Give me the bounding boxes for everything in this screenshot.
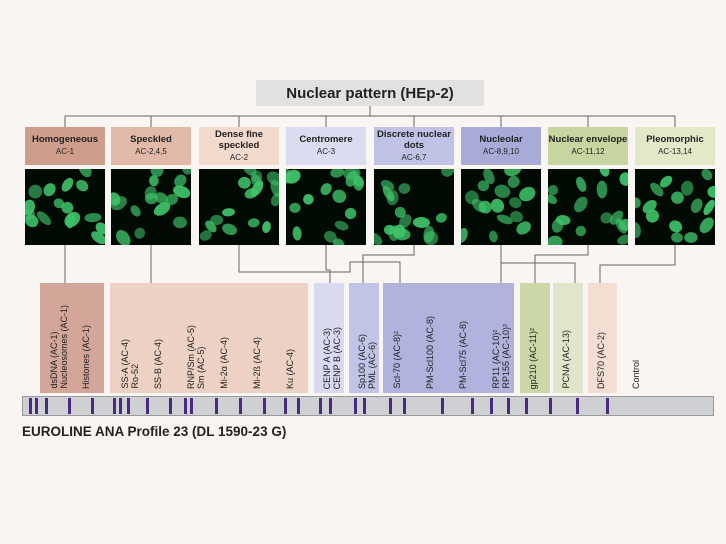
pattern-name: Speckled <box>111 135 191 146</box>
antigen-label: dsDNA (AC-1) Nucleosomes (AC-1) <box>50 305 70 389</box>
antigen-label: Mi-2α (AC-4) <box>220 337 230 389</box>
fluorescence-image <box>461 169 541 245</box>
antigen-label: SS-A (AC-4) Ro-52 <box>121 339 141 389</box>
antigen-group: DFS70 (AC-2) <box>588 283 617 393</box>
pattern-code: AC-1 <box>25 147 105 156</box>
pattern-code: AC-8,9,10 <box>461 147 541 156</box>
fluorescence-image <box>286 169 366 245</box>
strip-band <box>169 398 172 414</box>
antigen-label: Control <box>632 360 642 389</box>
strip-band <box>606 398 609 414</box>
strip-band <box>29 398 32 414</box>
pattern-code: AC-2,4,5 <box>111 147 191 156</box>
antigen-label: RP11 (AC-10)² RP155 (AC-10)² <box>492 324 512 389</box>
antigen-group: CENP A (AC-3) CENP B (AC-3) <box>314 283 344 393</box>
antigen-group: Sp100 (AC-6) PML (AC-6) <box>349 283 379 393</box>
antigen-group: gp210 (AC-11)² <box>520 283 550 393</box>
pattern-code: AC-6,7 <box>374 153 454 162</box>
strip-band <box>441 398 444 414</box>
strip-band <box>190 398 193 414</box>
pattern-code: AC-13,14 <box>635 147 715 156</box>
strip-band <box>113 398 116 414</box>
product-name: EUROLINE ANA Profile 23 (DL 1590-23 G) <box>22 424 286 439</box>
strip-band <box>525 398 528 414</box>
strip-band <box>576 398 579 414</box>
nuclear-pattern-title: Nuclear pattern (HEp-2) <box>256 80 484 106</box>
antigen-label: RNP/Sm (AC-5) Sm (AC-5) <box>187 325 207 389</box>
strip-band <box>490 398 493 414</box>
antigen-label: Histones (AC-1) <box>82 325 92 389</box>
strip-band <box>91 398 94 414</box>
strip-band <box>403 398 406 414</box>
antigen-label: Sp100 (AC-6) PML (AC-6) <box>358 334 378 389</box>
antigen-group: Control <box>618 283 658 393</box>
strip-band <box>329 398 332 414</box>
strip-band <box>297 398 300 414</box>
strip-band <box>354 398 357 414</box>
fluorescence-image <box>111 169 191 245</box>
strip-band <box>215 398 218 414</box>
antigen-group: SS-A (AC-4) Ro-52 SS-B (AC-4) RNP/Sm (AC-5… <box>110 283 308 393</box>
strip-band <box>119 398 122 414</box>
strip-band <box>35 398 38 414</box>
pattern-name: Discrete nuclear dots <box>374 130 454 152</box>
strip-band <box>45 398 48 414</box>
strip-band <box>127 398 130 414</box>
pattern-name: Pleomorphic <box>635 135 715 146</box>
antigen-label: CENP A (AC-3) CENP B (AC-3) <box>323 327 343 389</box>
strip-band <box>263 398 266 414</box>
pattern-name: Nucleolar <box>461 135 541 146</box>
strip-band <box>239 398 242 414</box>
strip-band <box>68 398 71 414</box>
strip-band <box>507 398 510 414</box>
strip-band <box>389 398 392 414</box>
test-strip <box>22 396 714 416</box>
antigen-label: Mi-2ß (AC-4) <box>253 337 263 389</box>
pattern-name: Homogeneous <box>25 135 105 146</box>
fluorescence-image <box>635 169 715 245</box>
antigen-label: SS-B (AC-4) <box>154 339 164 389</box>
pattern-name: Nuclear envelope <box>548 135 628 146</box>
fluorescence-image <box>199 169 279 245</box>
antigen-label: PM-Scl75 (AC-8) <box>459 321 469 389</box>
strip-band <box>284 398 287 414</box>
antigen-group: PCNA (AC-13) <box>553 283 583 393</box>
fluorescence-image <box>548 169 628 245</box>
pattern-code: AC-2 <box>199 153 279 162</box>
antigen-group: dsDNA (AC-1) Nucleosomes (AC-1) Histones … <box>40 283 104 393</box>
strip-band <box>471 398 474 414</box>
antigen-label: Ku (AC-4) <box>286 349 296 389</box>
fluorescence-image <box>374 169 454 245</box>
pattern-name: Centromere <box>286 135 366 146</box>
pattern-code: AC-11,12 <box>548 147 628 156</box>
strip-band <box>363 398 366 414</box>
antigen-label: DFS70 (AC-2) <box>597 332 607 389</box>
antigen-label: Scl-70 (AC-8)² <box>393 331 403 389</box>
strip-band <box>319 398 322 414</box>
pattern-name: Dense fine speckled <box>199 130 279 152</box>
antigen-group: Scl-70 (AC-8)² PM-Scl100 (AC-8) PM-Scl75 (… <box>383 283 514 393</box>
antigen-label: gp210 (AC-11)² <box>529 328 539 389</box>
fluorescence-image <box>25 169 105 245</box>
antigen-label: PM-Scl100 (AC-8) <box>426 316 436 389</box>
strip-band <box>549 398 552 414</box>
strip-band <box>146 398 149 414</box>
pattern-code: AC-3 <box>286 147 366 156</box>
strip-band <box>184 398 187 414</box>
antigen-label: PCNA (AC-13) <box>562 330 572 389</box>
